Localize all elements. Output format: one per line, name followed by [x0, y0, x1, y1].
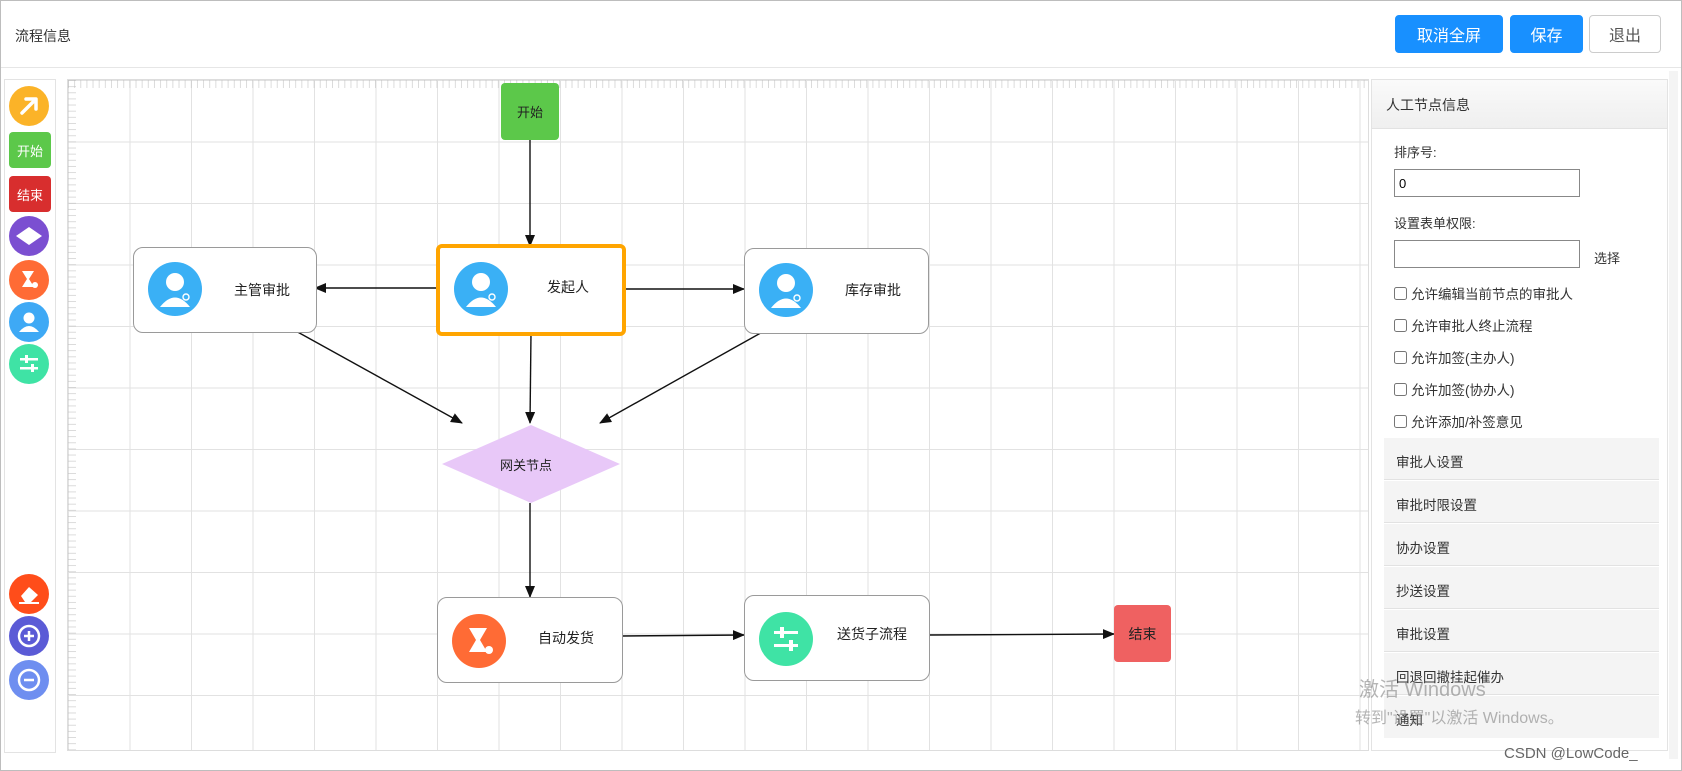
checkbox-input[interactable] [1394, 350, 1407, 364]
header-bar: 流程信息 取消全屏 保存 退出 [1, 1, 1681, 68]
auto-ship-node[interactable]: 自动发货 [437, 597, 623, 683]
gateway-node[interactable]: 网关节点 [440, 423, 622, 505]
section-label: 审批设置 [1396, 627, 1450, 642]
form-permission-input[interactable] [1394, 240, 1580, 268]
checkbox-terminate-flow[interactable]: 允许审批人终止流程 [1394, 315, 1533, 335]
end-node-tool[interactable]: 结束 [9, 176, 51, 212]
panel-header: 人工节点信息 [1372, 80, 1667, 129]
section-label: 协办设置 [1396, 541, 1450, 556]
initiator-label: 发起人 [547, 279, 589, 295]
checkbox-label: 允许加签(协办人) [1411, 383, 1515, 398]
page-title: 流程信息 [15, 28, 71, 44]
checkbox-label: 允许审批人终止流程 [1411, 319, 1533, 334]
subprocess-icon [759, 612, 813, 666]
sort-label: 排序号: [1394, 145, 1437, 160]
eraser-icon[interactable] [9, 574, 49, 614]
checkbox-input[interactable] [1394, 318, 1407, 332]
manager-approval-node[interactable]: 主管审批 [133, 247, 317, 333]
edge-subprocess-end [928, 629, 1115, 640]
edge-autoship-subprocess [620, 630, 745, 641]
inventory-approval-label: 库存审批 [845, 282, 901, 298]
user-avatar-icon [759, 263, 813, 317]
checkbox-label: 允许编辑当前节点的审批人 [1411, 287, 1573, 302]
end-node-tool-label: 结束 [16, 187, 43, 203]
panel-title: 人工节点信息 [1386, 97, 1470, 113]
checkbox-label: 允许添加/补签意见 [1411, 415, 1523, 430]
start-node-tool[interactable]: 开始 [9, 132, 51, 168]
end-node[interactable]: 结束 [1114, 605, 1171, 662]
arrow-select-icon[interactable] [9, 86, 49, 126]
user-avatar-icon [454, 262, 508, 316]
exit-button[interactable]: 退出 [1589, 15, 1661, 53]
zoom-out-icon[interactable] [9, 660, 49, 700]
section-label: 审批人设置 [1396, 455, 1464, 470]
save-button[interactable]: 保存 [1510, 15, 1583, 53]
initiator-node[interactable]: 发起人 [436, 244, 626, 336]
end-node-label: 结束 [1128, 625, 1157, 642]
gateway-label: 网关节点 [500, 458, 553, 473]
page-scrollbar[interactable] [1669, 71, 1678, 759]
subprocess-icon[interactable] [9, 344, 49, 384]
user-task-icon[interactable] [9, 302, 49, 342]
start-node-label: 开始 [516, 105, 543, 120]
section-approver-settings[interactable]: 审批人设置 [1384, 438, 1659, 480]
form-permission-label: 设置表单权限: [1394, 216, 1476, 231]
section-label: 审批时限设置 [1396, 498, 1477, 513]
section-label: 回退回撤挂起催办 [1396, 670, 1504, 685]
checkbox-add-sign-assist[interactable]: 允许加签(协办人) [1394, 379, 1515, 399]
auto-ship-label: 自动发货 [538, 630, 594, 646]
flow-canvas[interactable]: 开始 主管审批 发起人 库存审批 网关节点 [67, 79, 1369, 751]
section-cc-settings[interactable]: 抄送设置 [1384, 567, 1659, 609]
edge-initiator-gateway [525, 332, 536, 424]
checkbox-input[interactable] [1394, 286, 1407, 300]
inventory-approval-node[interactable]: 库存审批 [744, 248, 929, 334]
credit-watermark: CSDN @LowCode_ [1504, 745, 1638, 762]
section-label: 抄送设置 [1396, 584, 1450, 599]
section-label: 通知 [1396, 713, 1423, 728]
start-node-tool-label: 开始 [16, 143, 43, 159]
sort-input[interactable] [1394, 169, 1580, 197]
manager-approval-label: 主管审批 [234, 282, 290, 298]
ruler-left [68, 80, 76, 750]
node-palette: 开始 结束 [4, 79, 56, 753]
zoom-in-icon[interactable] [9, 616, 49, 656]
checkbox-input[interactable] [1394, 382, 1407, 396]
section-rollback-settings[interactable]: 回退回撤挂起催办 [1384, 653, 1659, 695]
section-assist-settings[interactable]: 协办设置 [1384, 524, 1659, 566]
auto-task-icon[interactable] [9, 260, 49, 300]
ship-subprocess-label: 送货子流程 [837, 626, 907, 642]
exit-fullscreen-button[interactable]: 取消全屏 [1395, 15, 1503, 53]
properties-panel: 人工节点信息 排序号: 设置表单权限: 选择 允许编辑当前节点的审批人 允许审批… [1371, 79, 1668, 751]
user-avatar-icon [148, 262, 202, 316]
ship-subprocess-node[interactable]: 送货子流程 [744, 595, 930, 681]
flow-edges [293, 139, 1115, 641]
checkbox-add-sign-main[interactable]: 允许加签(主办人) [1394, 347, 1515, 367]
checkbox-add-opinion[interactable]: 允许添加/补签意见 [1394, 411, 1523, 431]
checkbox-input[interactable] [1394, 414, 1407, 428]
activation-watermark-text: 转到"设置"以激活 Windows。 [1355, 710, 1564, 727]
checkbox-label: 允许加签(主办人) [1411, 351, 1515, 366]
section-time-limit-settings[interactable]: 审批时限设置 [1384, 481, 1659, 523]
ruler-top [68, 80, 1368, 88]
checkbox-edit-approver[interactable]: 允许编辑当前节点的审批人 [1394, 283, 1573, 303]
select-link[interactable]: 选择 [1594, 251, 1621, 266]
section-notify[interactable]: 通知 [1384, 696, 1659, 738]
activation-watermark-title: 激活 Windows [1359, 679, 1486, 701]
start-node[interactable]: 开始 [501, 83, 559, 140]
section-approval-settings[interactable]: 审批设置 [1384, 610, 1659, 652]
edge-inventory-gateway [599, 329, 767, 424]
gateway-icon[interactable] [9, 216, 49, 256]
edge-manager-gateway [293, 329, 463, 424]
auto-task-icon [452, 614, 506, 668]
